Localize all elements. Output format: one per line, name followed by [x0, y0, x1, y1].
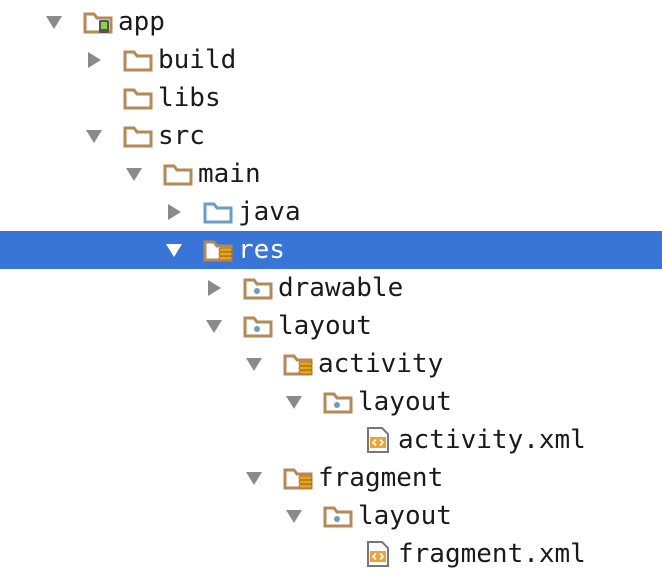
tree-node-label: layout — [358, 387, 452, 417]
expand-arrow-down-icon[interactable] — [84, 126, 104, 146]
expand-arrow-down-icon[interactable] — [204, 316, 224, 336]
folder-icon — [123, 47, 153, 73]
tree-node-java[interactable]: java — [0, 193, 662, 231]
xml-file-icon — [363, 541, 393, 567]
tree-node-drawable[interactable]: drawable — [0, 269, 662, 307]
tree-node-build[interactable]: build — [0, 41, 662, 79]
tree-node-label: activity.xml — [398, 425, 586, 455]
tree-node-label: java — [238, 197, 301, 227]
tree-node-app[interactable]: app — [0, 3, 662, 41]
expand-arrow-down-icon[interactable] — [124, 164, 144, 184]
tree-node-fragment-layout[interactable]: layout — [0, 497, 662, 535]
tree-node-res[interactable]: res — [0, 231, 662, 269]
tree-node-label: fragment — [318, 463, 444, 493]
tree-node-libs[interactable]: libs — [0, 79, 662, 117]
folder-icon — [163, 161, 193, 187]
expand-arrow-down-icon[interactable] — [244, 468, 264, 488]
tree-node-activity[interactable]: activity — [0, 345, 662, 383]
source-folder-icon — [203, 199, 233, 225]
folder-icon — [123, 85, 153, 111]
tree-node-label: layout — [278, 311, 372, 341]
tree-node-label: drawable — [278, 273, 404, 303]
resource-root-folder-icon — [283, 465, 313, 491]
tree-node-fragment[interactable]: fragment — [0, 459, 662, 497]
expand-arrow-down-icon[interactable] — [164, 240, 184, 260]
tree-node-label: res — [238, 235, 285, 265]
resource-folder-icon — [243, 275, 273, 301]
expand-arrow-down-icon[interactable] — [284, 392, 304, 412]
collapse-arrow-right-icon[interactable] — [204, 278, 224, 298]
resource-folder-icon — [323, 389, 353, 415]
tree-node-label: layout — [358, 501, 452, 531]
tree-node-label: main — [198, 159, 261, 189]
resource-folder-icon — [243, 313, 273, 339]
resource-root-folder-icon — [203, 237, 233, 263]
tree-node-src[interactable]: src — [0, 117, 662, 155]
collapse-arrow-right-icon[interactable] — [164, 202, 184, 222]
tree-node-label: build — [158, 45, 237, 75]
xml-file-icon — [363, 427, 393, 453]
collapse-arrow-right-icon[interactable] — [84, 50, 104, 70]
tree-node-label: activity — [318, 349, 444, 379]
tree-node-label: libs — [158, 83, 221, 113]
tree-node-activity-layout[interactable]: layout — [0, 383, 662, 421]
resource-root-folder-icon — [283, 351, 313, 377]
resource-folder-icon — [323, 503, 353, 529]
android-module-folder-icon — [83, 9, 113, 35]
tree-node-layout[interactable]: layout — [0, 307, 662, 345]
expand-arrow-down-icon[interactable] — [244, 354, 264, 374]
tree-node-main[interactable]: main — [0, 155, 662, 193]
tree-node-fragment-xml[interactable]: fragment.xml — [0, 535, 662, 573]
folder-icon — [123, 123, 153, 149]
tree-node-label: src — [158, 121, 205, 151]
expand-arrow-down-icon[interactable] — [44, 12, 64, 32]
tree-node-activity-xml[interactable]: activity.xml — [0, 421, 662, 459]
expand-arrow-down-icon[interactable] — [284, 506, 304, 526]
tree-node-label: fragment.xml — [398, 539, 586, 569]
tree-node-label: app — [118, 7, 165, 37]
